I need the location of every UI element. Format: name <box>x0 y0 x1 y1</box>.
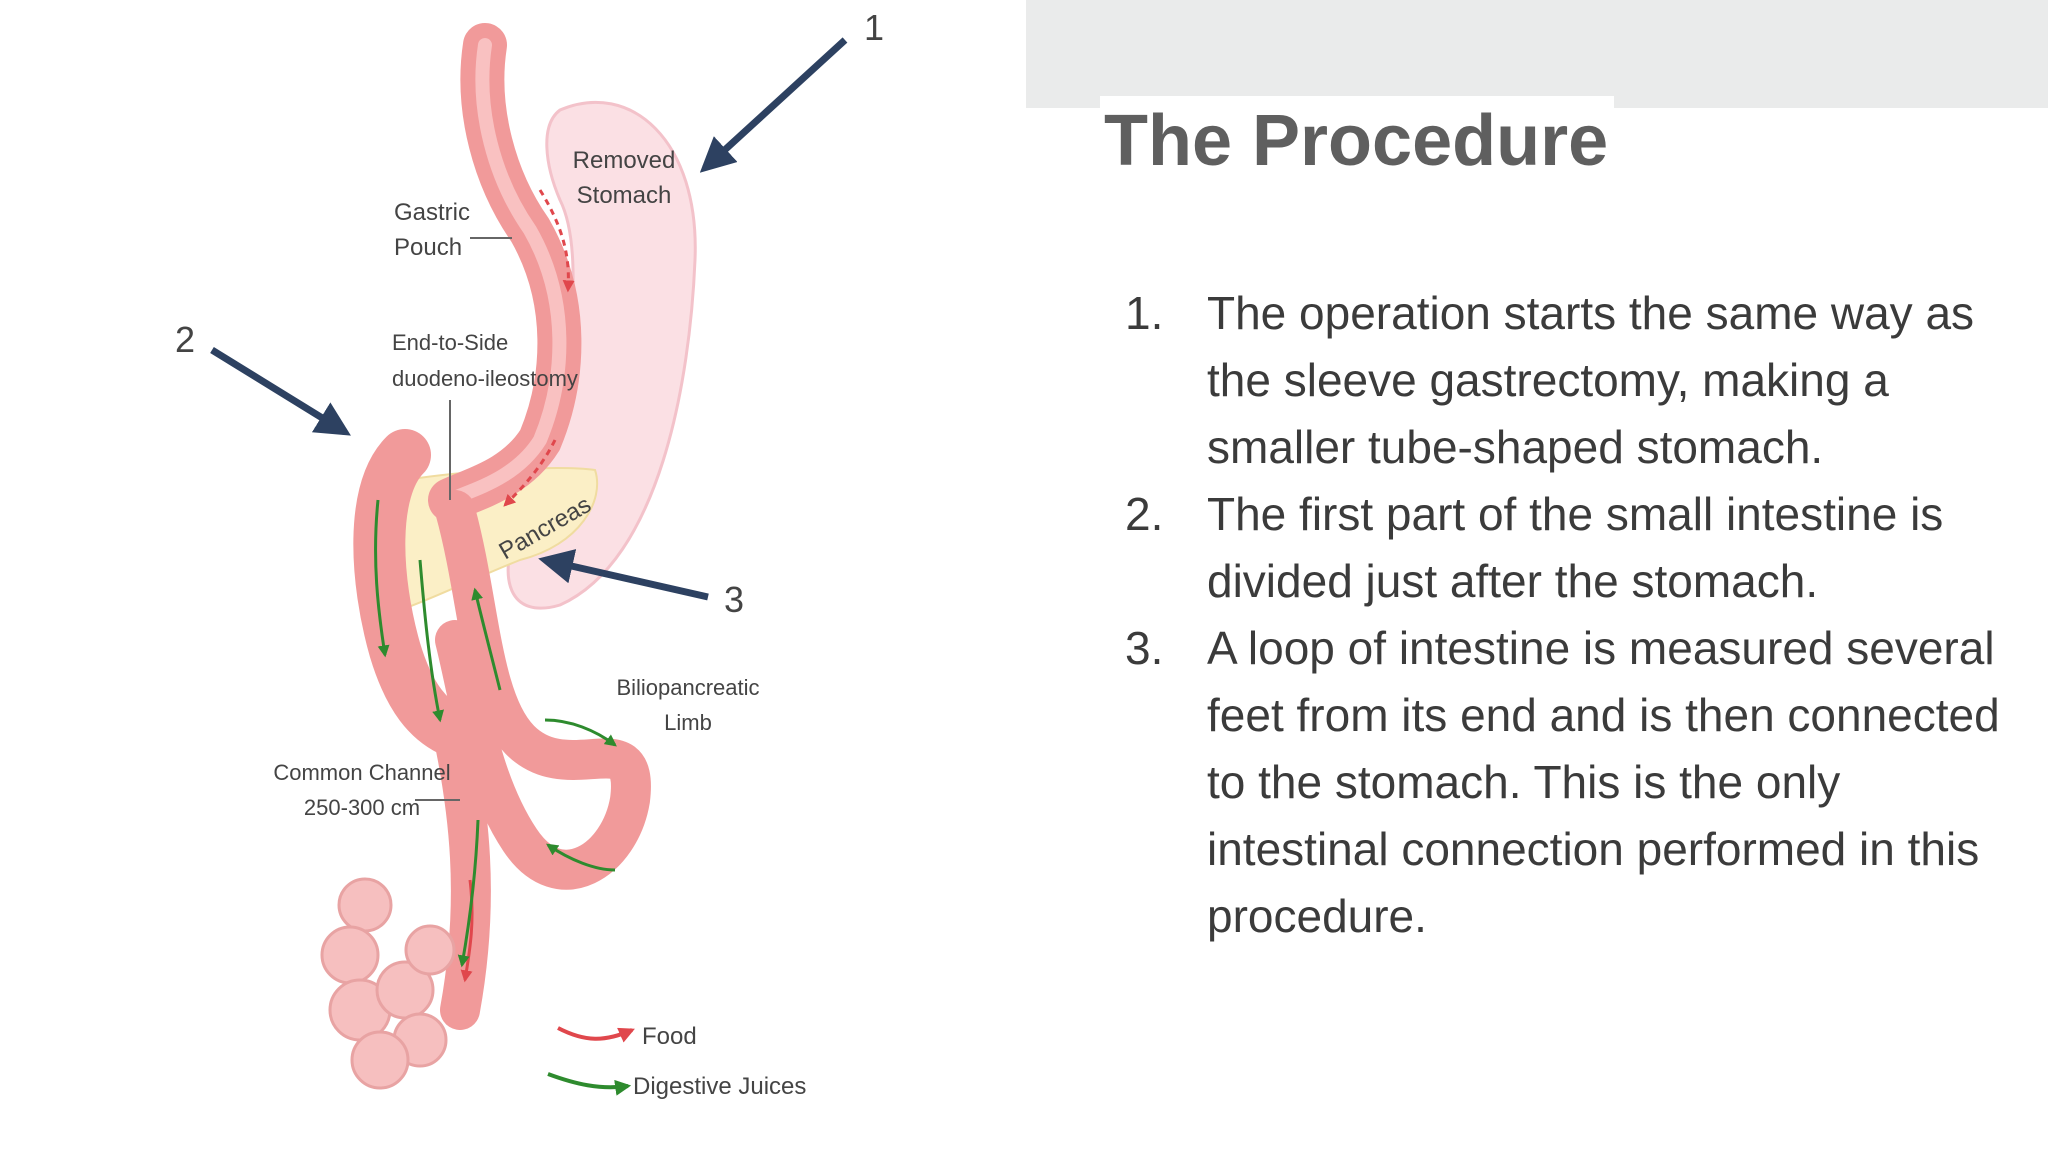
legend-food-label: Food <box>642 1023 697 1050</box>
common-channel-label-line: 250-300 cm <box>304 795 420 820</box>
legend-food-swatch <box>557 1026 635 1043</box>
callout-marker-3: 3 <box>724 579 744 620</box>
callout-marker-1: 1 <box>864 7 884 48</box>
step-number: 1. <box>1125 287 1164 339</box>
step-text: The operation starts the same way as the… <box>1207 287 1975 473</box>
procedure-step: 3. A loop of intestine is measured sever… <box>1125 615 2025 950</box>
procedure-step: 1. The operation starts the same way as … <box>1125 280 2025 481</box>
biliopancreatic-label-line: Limb <box>664 710 712 735</box>
top-decorative-band <box>1026 0 2048 108</box>
food-flow-line <box>503 439 557 507</box>
juice-flow-line <box>471 587 502 691</box>
biliopancreatic-label-line: Biliopancreatic <box>616 675 759 700</box>
common-channel-label-line: Common Channel <box>273 760 450 785</box>
step-number: 2. <box>1125 488 1164 540</box>
colon-cluster <box>320 877 456 1090</box>
procedure-steps-list: 1. The operation starts the same way as … <box>1125 280 2025 950</box>
callout-arrow-2 <box>210 347 351 436</box>
diagram-legend: Food Digestive Juices <box>547 1023 806 1100</box>
juice-flow-line <box>374 499 390 658</box>
procedure-diagram: 1 2 3 Removed Stomach Gastric Pouch End-… <box>175 7 884 1100</box>
food-flow-line <box>538 189 575 293</box>
procedure-step: 2. The first part of the small intestine… <box>1125 481 2025 615</box>
gastric-pouch-label-line: Gastric <box>394 199 470 226</box>
legend-juices-label: Digestive Juices <box>633 1073 806 1100</box>
legend-juices-swatch <box>547 1072 632 1096</box>
callout-arrow-3 <box>538 549 709 601</box>
removed-stomach-label-line: Removed <box>573 147 676 174</box>
end-to-side-label-line: duodeno-ileostomy <box>392 366 578 391</box>
gastric-pouch-tube-highlight <box>443 38 567 507</box>
gastric-pouch-label-line: Pouch <box>394 234 462 261</box>
juice-flow-line <box>418 559 445 723</box>
juice-flow-line <box>546 843 616 872</box>
step-text: A loop of intestine is measured several … <box>1207 622 2000 942</box>
step-number: 3. <box>1125 622 1164 674</box>
step-text: The first part of the small intestine is… <box>1207 488 1944 607</box>
juice-flow-line <box>544 718 617 747</box>
duodenal-stump <box>353 429 476 756</box>
slide-title: The Procedure <box>1100 96 1614 186</box>
callout-arrow-1 <box>699 37 848 173</box>
callout-marker-2: 2 <box>175 319 195 360</box>
end-to-side-label-line: End-to-Side <box>392 330 508 355</box>
juice-flow-line <box>457 819 480 968</box>
removed-stomach-label-line: Stomach <box>577 182 672 209</box>
biliopancreatic-loop <box>435 490 651 890</box>
